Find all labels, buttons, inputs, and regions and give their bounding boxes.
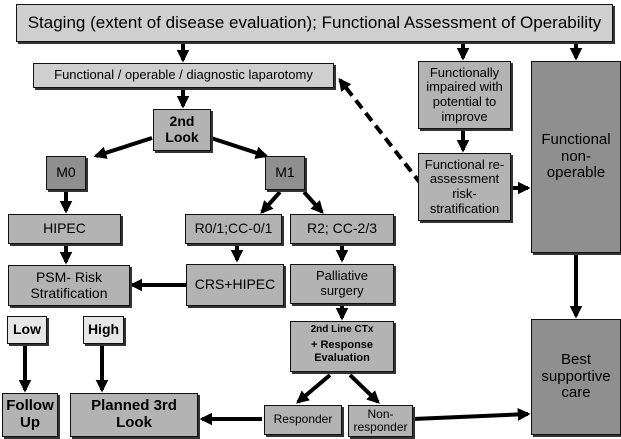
arrow-reassess-to-laparotomy [338, 77, 423, 186]
responder-box: Responder [264, 405, 342, 435]
arrow-nonresponder-to-bestcare [412, 408, 531, 421]
functionally-impaired-box: Functionally impaired with potential to … [418, 61, 511, 129]
ctx-line-2: + Response Evaluation [310, 339, 374, 364]
arrow-m1-to-r01 [260, 190, 282, 214]
arrow-ctx-to-responder [296, 373, 332, 404]
psm-box: PSM- Risk Stratification [8, 265, 130, 306]
second-look-box: 2nd Look [153, 109, 211, 151]
ctx-line-1: 2nd Line CTx [310, 324, 374, 335]
r01-box: R0/1;CC-0/1 [185, 214, 282, 244]
arrow-2ndlook-to-m1 [210, 136, 269, 159]
follow-up-box: Follow Up [2, 393, 58, 437]
planned-3rd-look-box: Planned 3rd Look [70, 393, 198, 437]
r2-box: R2; CC-2/3 [290, 214, 394, 244]
crs-box: CRS+HIPEC [186, 264, 284, 306]
high-box: High [83, 316, 124, 344]
arrow-ctx-to-nonresponder [348, 373, 380, 404]
functional-reassessment-box: Functional re-assessment risk-stratifica… [418, 153, 511, 221]
functional-non-operable-box: Functional non-operable [531, 61, 621, 253]
hipec-box: HIPEC [8, 214, 121, 244]
m1-box: M1 [265, 156, 305, 190]
arrow-m1-to-r2 [302, 190, 324, 214]
staging-box: Staging (extent of disease evaluation); … [16, 4, 613, 42]
non-responder-box: Non-responder [348, 405, 413, 437]
laparotomy-box: Functional / operable / diagnostic lapar… [33, 63, 334, 88]
palliative-box: Palliative surgery [290, 264, 394, 304]
ctx-box: 2nd Line CTx + Response Evaluation [290, 321, 394, 372]
best-supportive-care-box: Best supportive care [531, 319, 621, 435]
arrow-2ndlook-to-m0 [93, 136, 153, 159]
m0-box: M0 [46, 156, 86, 190]
low-box: Low [7, 316, 47, 344]
